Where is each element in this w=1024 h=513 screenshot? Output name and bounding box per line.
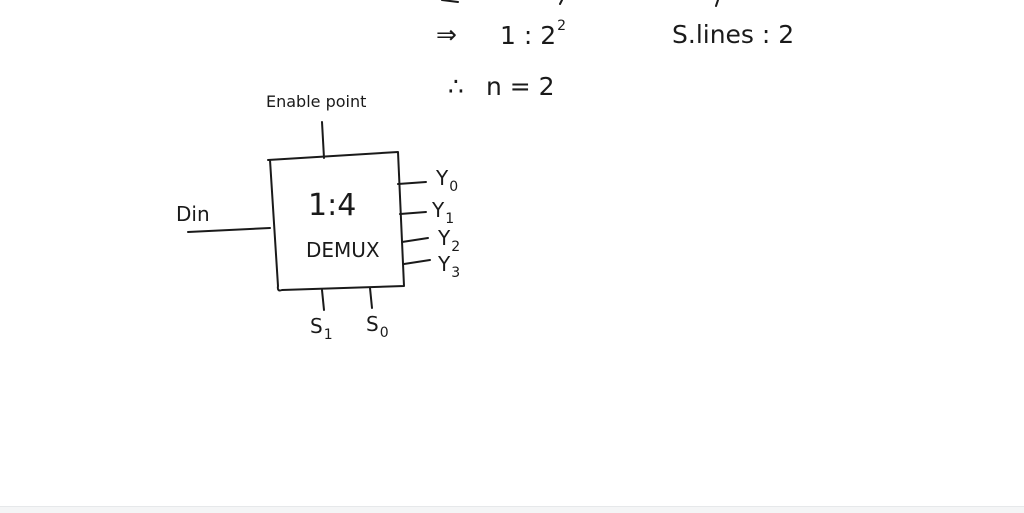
canvas-bottom-edge [0,506,1024,513]
output-line-y0 [397,181,427,185]
output-line-y2 [401,237,429,243]
ratio-base: 1 : 2 [500,21,557,50]
output-line-y3 [403,259,431,265]
select-line-s0 [369,287,373,309]
therefore-symbol: ∴ [448,72,464,101]
din-line [187,227,271,233]
implies-symbol: ⇒ [436,20,457,49]
select-lines-note: S.lines : 2 [672,20,795,49]
output-label-y3: Y3 [438,252,461,281]
demux-ratio-label: 1:4 [308,188,357,223]
output-label-y0: Y0 [436,166,459,195]
select-label-s1: S1 [310,314,333,343]
select-label-s0: S0 [366,312,389,341]
demux-name-label: DEMUX [306,238,380,262]
output-line-y1 [399,211,427,215]
ratio-exponent: 2 [557,18,567,34]
select-line-s1 [321,289,325,311]
enable-line [321,121,325,159]
demux-block [267,151,405,292]
output-label-y1: Y1 [432,198,455,227]
din-label: Din [176,202,210,226]
top-partial-stroke-2 [559,0,563,5]
top-partial-stroke-1 [441,0,459,3]
enable-point-label: Enable point [266,92,367,111]
top-partial-stroke-3 [715,0,719,7]
n-value-note: n = 2 [486,72,555,101]
output-label-y2: Y2 [438,226,461,255]
ratio-expression: 1 : 22 [500,18,566,50]
